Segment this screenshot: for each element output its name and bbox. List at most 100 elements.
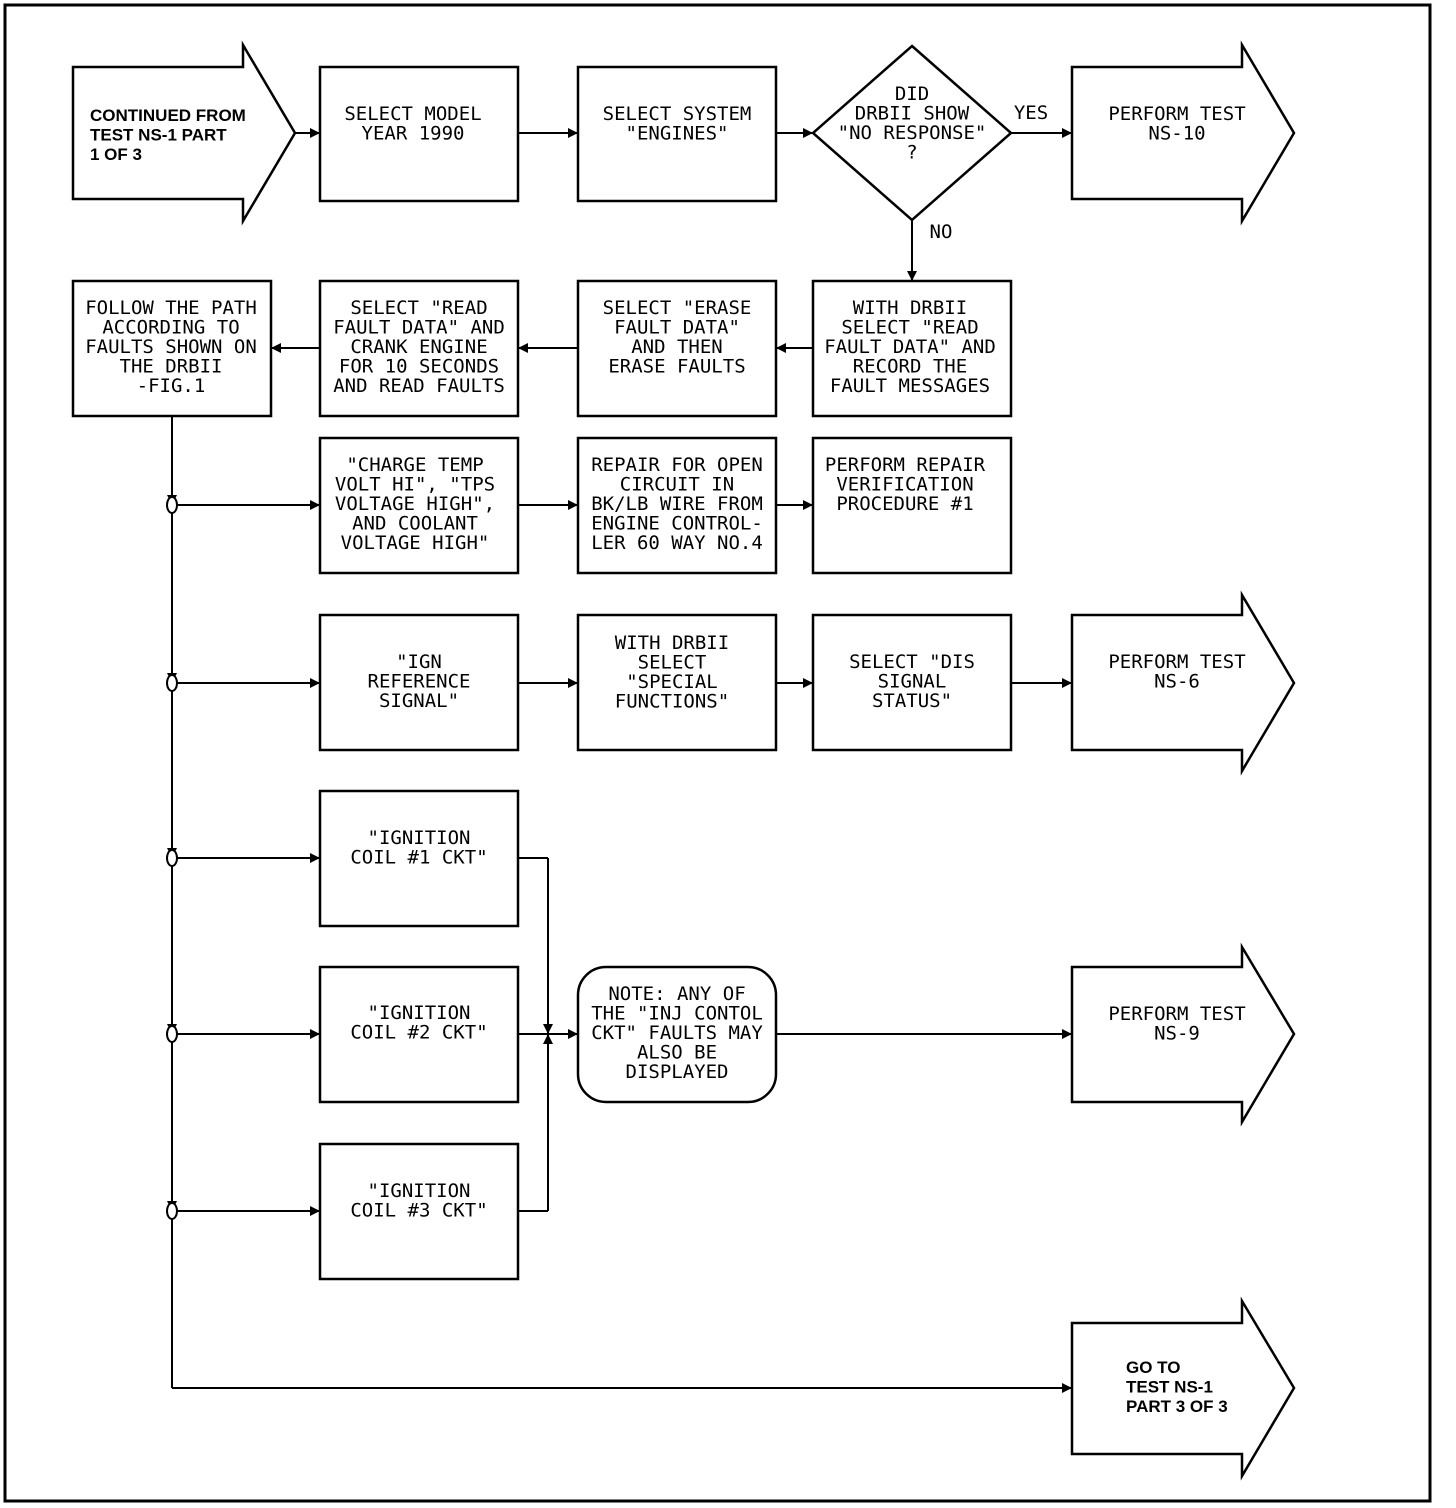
select-model-box [318, 65, 520, 203]
yes-label: YES [1014, 102, 1048, 124]
text-line: PERFORM TEST [1108, 651, 1245, 673]
arrowhead [1062, 678, 1072, 688]
arrowhead [1062, 1383, 1072, 1393]
special-func-box [576, 613, 778, 752]
arrowhead [271, 343, 281, 353]
start-arrow-shape [71, 40, 297, 226]
text-line: WITH DRBII [853, 297, 967, 319]
text-line: REFERENCE [368, 671, 471, 693]
text-line: GO TO [1126, 1358, 1180, 1377]
arrowhead [518, 343, 528, 353]
perform-ns9-arrow-shape [1070, 942, 1296, 1127]
text-line: SIGNAL" [379, 690, 459, 712]
arrowhead [310, 128, 320, 138]
text-line: SELECT "ERASE [603, 297, 752, 319]
select-system-text: SELECT SYSTEM"ENGINES" [603, 103, 752, 145]
junction-node [166, 1202, 178, 1220]
text-line: CRANK ENGINE [350, 336, 487, 358]
text-line: VOLTAGE HIGH", [335, 493, 495, 515]
text-line: DID [895, 83, 929, 105]
text-line: VERIFICATION [836, 474, 973, 496]
text-line: DRBII SHOW [855, 103, 970, 125]
text-line: SELECT "READ [350, 297, 487, 319]
text-line: PERFORM REPAIR [825, 454, 986, 476]
arrowhead [310, 500, 320, 510]
text-line: FAULT DATA" [614, 317, 740, 339]
arrowhead [310, 1029, 320, 1039]
text-line: "NO RESPONSE" [838, 122, 987, 144]
text-line: "IGN [396, 651, 442, 673]
text-line: "SPECIAL [626, 671, 718, 693]
text-line: CIRCUIT IN [620, 474, 734, 496]
text-line: "ENGINES" [626, 123, 729, 145]
text-line: ALSO BE [637, 1042, 717, 1064]
text-line: COIL #2 CKT" [350, 1022, 487, 1044]
text-line: THE DRBII [120, 356, 223, 378]
text-line: FOR 10 SECONDS [339, 356, 499, 378]
text-line: PERFORM TEST [1108, 103, 1245, 125]
text-line: COIL #1 CKT" [350, 847, 487, 869]
text-line: NS-6 [1154, 671, 1200, 693]
junction-node [166, 1025, 178, 1043]
text-line: AND THEN [631, 336, 723, 358]
text-line: YEAR 1990 [362, 123, 465, 145]
text-line: WITH DRBII [615, 632, 729, 654]
perform-ns10-arrow-shape [1070, 40, 1296, 226]
arrowhead [803, 678, 813, 688]
repair-open-box [576, 436, 778, 575]
text-line: FAULT MESSAGES [830, 375, 990, 397]
text-line: FAULT DATA" AND [824, 336, 996, 358]
text-line: NOTE: ANY OF [608, 983, 745, 1005]
text-line: CONTINUED FROM [90, 106, 246, 125]
text-line: PERFORM TEST [1108, 1003, 1245, 1025]
text-line: "IGNITION [368, 1002, 471, 1024]
arrowhead [803, 128, 813, 138]
text-line: "IGNITION [368, 1180, 471, 1202]
charge-temp-box [318, 436, 520, 575]
no-label: NO [930, 221, 953, 243]
text-line: STATUS" [872, 690, 952, 712]
text-line: RECORD THE [853, 356, 967, 378]
text-line: AND COOLANT [352, 513, 478, 535]
text-line: CKT" FAULTS MAY [591, 1022, 763, 1044]
text-line: AND READ FAULTS [333, 375, 505, 397]
arrowhead [568, 678, 578, 688]
text-line: -FIG.1 [137, 375, 206, 397]
text-line: TEST NS-1 [1126, 1378, 1213, 1397]
goto-ns1-arrow-shape [1070, 1296, 1296, 1481]
arrowhead [543, 1034, 553, 1044]
text-line: TEST NS-1 PART [90, 126, 227, 145]
text-line: ? [906, 142, 917, 164]
text-line: NS-10 [1148, 123, 1205, 145]
text-line: ENGINE CONTROL- [591, 513, 763, 535]
dis-signal-box [811, 613, 1013, 752]
text-line: SELECT MODEL [344, 103, 481, 125]
arrowhead [310, 678, 320, 688]
text-line: THE "INJ CONTOL [591, 1003, 763, 1025]
text-line: NS-9 [1154, 1023, 1200, 1045]
arrowhead [1062, 1029, 1072, 1039]
diagram-frame [3, 3, 1432, 1503]
text-line: PROCEDURE #1 [836, 493, 973, 515]
text-line: SELECT [638, 652, 707, 674]
text-line: VOLT HI", "TPS [335, 474, 495, 496]
text-line: FAULT DATA" AND [333, 317, 505, 339]
junction-node [166, 496, 178, 514]
text-line: BK/LB WIRE FROM [591, 493, 763, 515]
text-line: REPAIR FOR OPEN [591, 454, 763, 476]
